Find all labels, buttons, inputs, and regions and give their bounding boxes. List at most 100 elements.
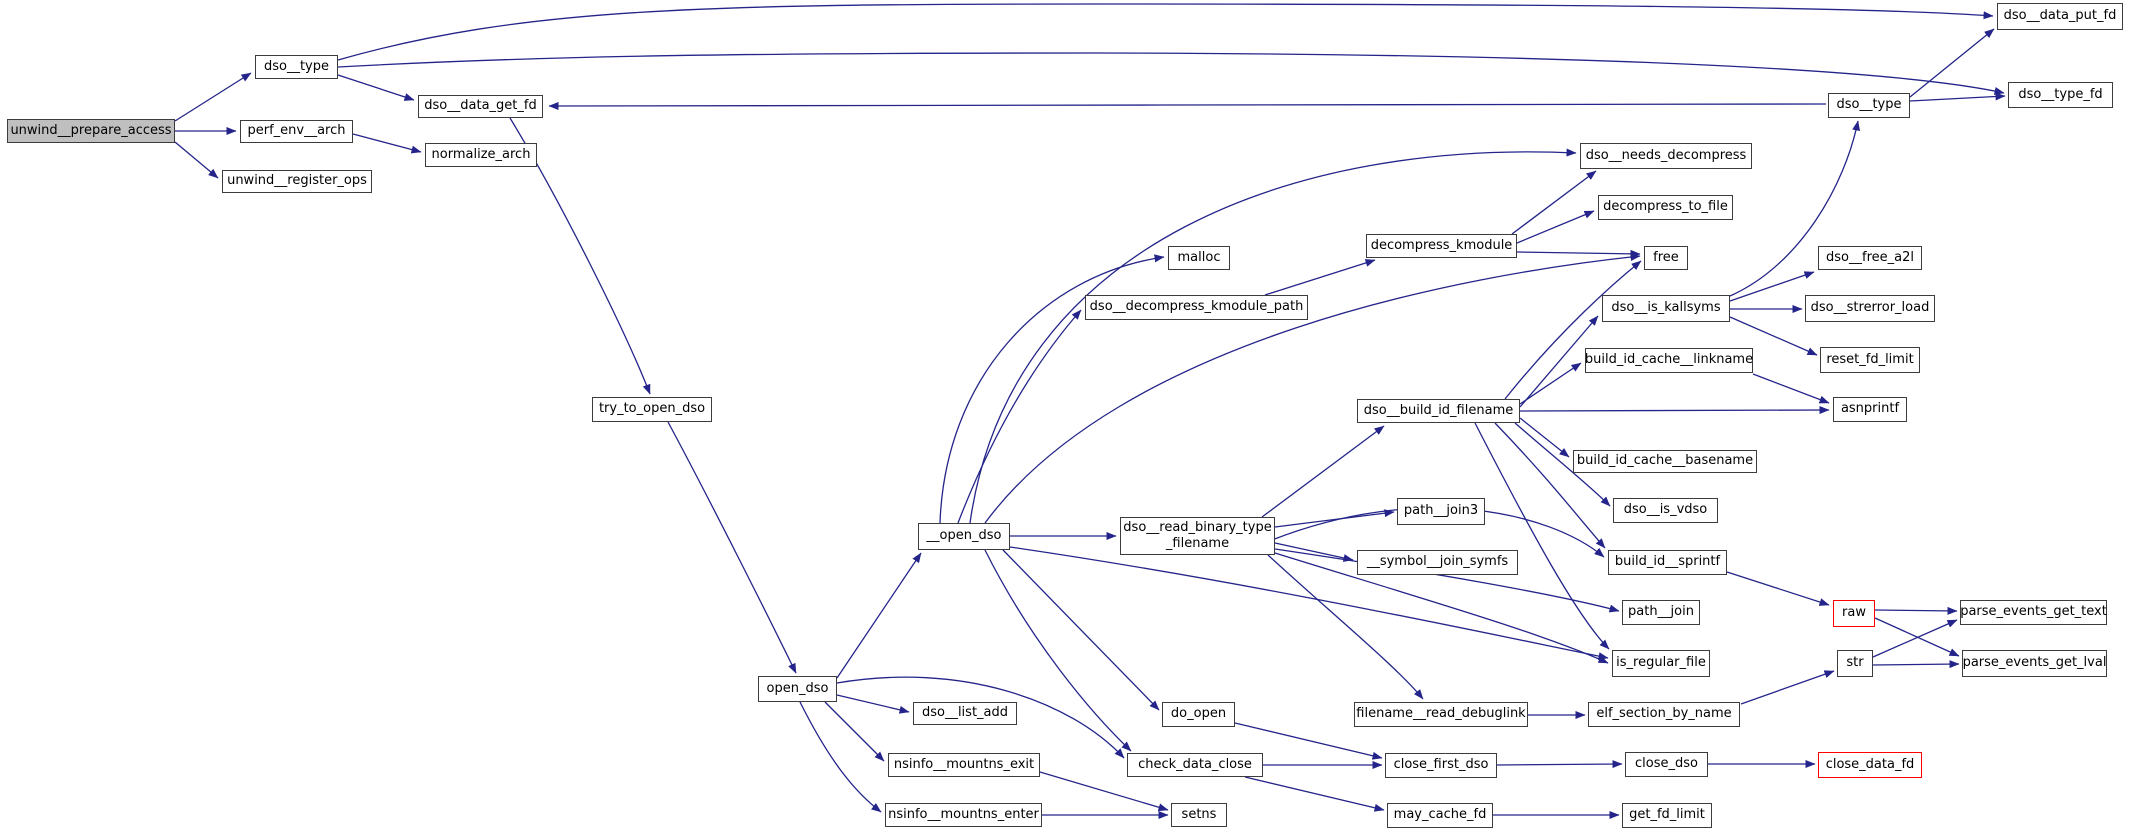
- node-dso__read_binary_type_filename[interactable]: dso__read_binary_type_filename: [1120, 517, 1275, 555]
- node-path__join[interactable]: path__join: [1622, 600, 1700, 625]
- node-label: malloc: [1177, 249, 1221, 265]
- node-label: free: [1653, 249, 1679, 265]
- node-label: nsinfo__mountns_exit: [893, 756, 1035, 772]
- node-perf_env__arch[interactable]: perf_env__arch: [240, 120, 353, 143]
- edge-dso__build_id_filename-to-dso__is_kallsyms: [1519, 315, 1599, 408]
- node-close_dso[interactable]: close_dso: [1625, 752, 1708, 777]
- edge-dso__is_kallsyms-to-dso__type_r: [1729, 120, 1861, 297]
- node-label: __open_dso: [926, 528, 1002, 544]
- node-decompress_to_file[interactable]: decompress_to_file: [1598, 195, 1733, 220]
- node-try_to_open_dso[interactable]: try_to_open_dso: [592, 397, 712, 422]
- node-dso__data_put_fd[interactable]: dso__data_put_fd: [1997, 3, 2123, 30]
- node-dso__decompress_kmodule_path[interactable]: dso__decompress_kmodule_path: [1085, 295, 1308, 320]
- node-label: dso__type: [263, 58, 330, 74]
- node-label: dso__needs_decompress: [1585, 147, 1747, 163]
- node-dso__type_r[interactable]: dso__type: [1828, 93, 1910, 118]
- node-malloc[interactable]: malloc: [1168, 246, 1230, 270]
- node-reset_fd_limit[interactable]: reset_fd_limit: [1820, 347, 1920, 373]
- node-__symbol__join_symfs[interactable]: __symbol__join_symfs: [1357, 550, 1518, 575]
- node-dso__data_get_fd[interactable]: dso__data_get_fd: [418, 95, 543, 118]
- node-dso__is_vdso[interactable]: dso__is_vdso: [1613, 498, 1718, 523]
- node-label: reset_fd_limit: [1826, 351, 1914, 367]
- node-label: dso__free_a2l: [1826, 249, 1914, 265]
- node-label: unwind__register_ops: [227, 173, 367, 189]
- edge-__open_dso-to-is_regular_file: [1009, 546, 1609, 661]
- node-elf_section_by_name[interactable]: elf_section_by_name: [1588, 702, 1740, 727]
- node-nsinfo__mountns_exit[interactable]: nsinfo__mountns_exit: [888, 753, 1040, 777]
- edge-dso__type_r-to-dso__type_fd: [1909, 92, 2006, 102]
- node-unwind__register_ops[interactable]: unwind__register_ops: [222, 170, 372, 193]
- node-str[interactable]: str: [1837, 650, 1873, 677]
- edge-open_dso-to-check_data_close: [836, 676, 1125, 759]
- node-open_dso[interactable]: open_dso: [758, 676, 837, 702]
- edge-decompress_kmodule-to-dso__needs_decompress: [1511, 170, 1597, 235]
- node-label: setns: [1181, 806, 1217, 822]
- node-label: dso__type_fd: [2018, 86, 2103, 102]
- edge-dso__decompress_kmodule_path-to-decompress_kmodule: [1264, 259, 1376, 296]
- node-get_fd_limit[interactable]: get_fd_limit: [1622, 803, 1712, 828]
- node-parse_events_get_text[interactable]: parse_events_get_text: [1960, 600, 2107, 625]
- node-free[interactable]: free: [1644, 246, 1688, 270]
- node-asnprintf[interactable]: asnprintf: [1833, 397, 1907, 422]
- node-label: close_dso: [1635, 756, 1698, 772]
- node-label: normalize_arch: [431, 146, 531, 162]
- edge-dso__type_l-to-dso__data_put_fd: [337, 3, 1994, 61]
- edge-unwind__prepare_access-to-dso__type_l: [174, 72, 252, 122]
- node-dso__list_add[interactable]: dso__list_add: [913, 702, 1017, 725]
- edge-close_first_dso-to-close_dso: [1496, 760, 1623, 769]
- node-__open_dso[interactable]: __open_dso: [918, 523, 1010, 550]
- node-dso__build_id_filename[interactable]: dso__build_id_filename: [1357, 399, 1520, 423]
- edge-build_id__sprintf-to-raw: [1726, 571, 1830, 606]
- node-path__join3[interactable]: path__join3: [1397, 498, 1485, 525]
- node-parse_events_get_lval[interactable]: parse_events_get_lval: [1962, 650, 2107, 677]
- node-build_id__sprintf[interactable]: build_id__sprintf: [1608, 550, 1727, 575]
- node-dso__type_l[interactable]: dso__type: [255, 55, 338, 79]
- edge-dso__build_id_filename-to-build_id__sprintf: [1494, 422, 1606, 549]
- node-label: path__join: [1628, 604, 1694, 620]
- node-dso__needs_decompress[interactable]: dso__needs_decompress: [1580, 143, 1752, 169]
- node-label: do_open: [1170, 706, 1227, 722]
- node-dso__is_kallsyms[interactable]: dso__is_kallsyms: [1602, 295, 1730, 322]
- node-decompress_kmodule[interactable]: decompress_kmodule: [1366, 234, 1517, 258]
- node-label: elf_section_by_name: [1596, 706, 1732, 722]
- edge-check_data_close-to-may_cache_fd: [1244, 776, 1385, 812]
- node-label: __symbol__join_symfs: [1366, 554, 1509, 570]
- node-label: build_id_cache__basename: [1576, 453, 1754, 469]
- node-label: close_data_fd: [1825, 756, 1915, 772]
- edge-decompress_kmodule-to-free: [1516, 249, 1641, 258]
- node-label: str: [1846, 655, 1864, 671]
- node-label: dso__list_add: [921, 705, 1009, 721]
- node-label: nsinfo__mountns_enter: [888, 806, 1039, 822]
- edge-try_to_open_dso-to-open_dso: [667, 421, 797, 674]
- node-label: dso__build_id_filename: [1363, 402, 1514, 418]
- node-build_id_cache__basename[interactable]: build_id_cache__basename: [1573, 450, 1757, 473]
- node-dso__free_a2l[interactable]: dso__free_a2l: [1818, 246, 1922, 270]
- node-build_id_cache__linkname[interactable]: build_id_cache__linkname: [1585, 348, 1753, 373]
- node-label: dso__type: [1836, 97, 1902, 113]
- edge-dso__type_r-to-dso__data_put_fd: [1909, 28, 1995, 98]
- node-may_cache_fd[interactable]: may_cache_fd: [1387, 803, 1493, 828]
- node-setns[interactable]: setns: [1171, 803, 1227, 827]
- node-filename__read_debuglink[interactable]: filename__read_debuglink: [1354, 702, 1528, 727]
- node-do_open[interactable]: do_open: [1162, 702, 1235, 727]
- node-check_data_close[interactable]: check_data_close: [1127, 753, 1263, 777]
- node-label: unwind__prepare_access: [10, 122, 172, 138]
- node-normalize_arch[interactable]: normalize_arch: [425, 143, 537, 167]
- node-label: asnprintf: [1840, 401, 1900, 417]
- edge-dso__is_kallsyms-to-reset_fd_limit: [1729, 316, 1818, 356]
- node-dso__type_fd[interactable]: dso__type_fd: [2008, 82, 2113, 108]
- node-close_data_fd[interactable]: close_data_fd: [1818, 752, 1922, 778]
- edge-dso__read_binary_type_filename-to-dso__build_id_filename: [1261, 425, 1385, 518]
- node-label: parse_events_get_lval: [1962, 655, 2107, 671]
- node-is_regular_file[interactable]: is_regular_file: [1612, 650, 1710, 677]
- edge-__open_dso-to-check_data_close: [984, 549, 1132, 752]
- edge-__open_dso-to-malloc: [939, 254, 1165, 524]
- edge-raw-to-parse_events_get_text: [1874, 606, 1958, 615]
- node-nsinfo__mountns_enter[interactable]: nsinfo__mountns_enter: [885, 803, 1042, 827]
- node-raw[interactable]: raw: [1833, 600, 1875, 627]
- node-label: dso__strerror_load: [1810, 300, 1930, 316]
- node-close_first_dso[interactable]: close_first_dso: [1385, 753, 1497, 778]
- node-dso__strerror_load[interactable]: dso__strerror_load: [1805, 295, 1935, 322]
